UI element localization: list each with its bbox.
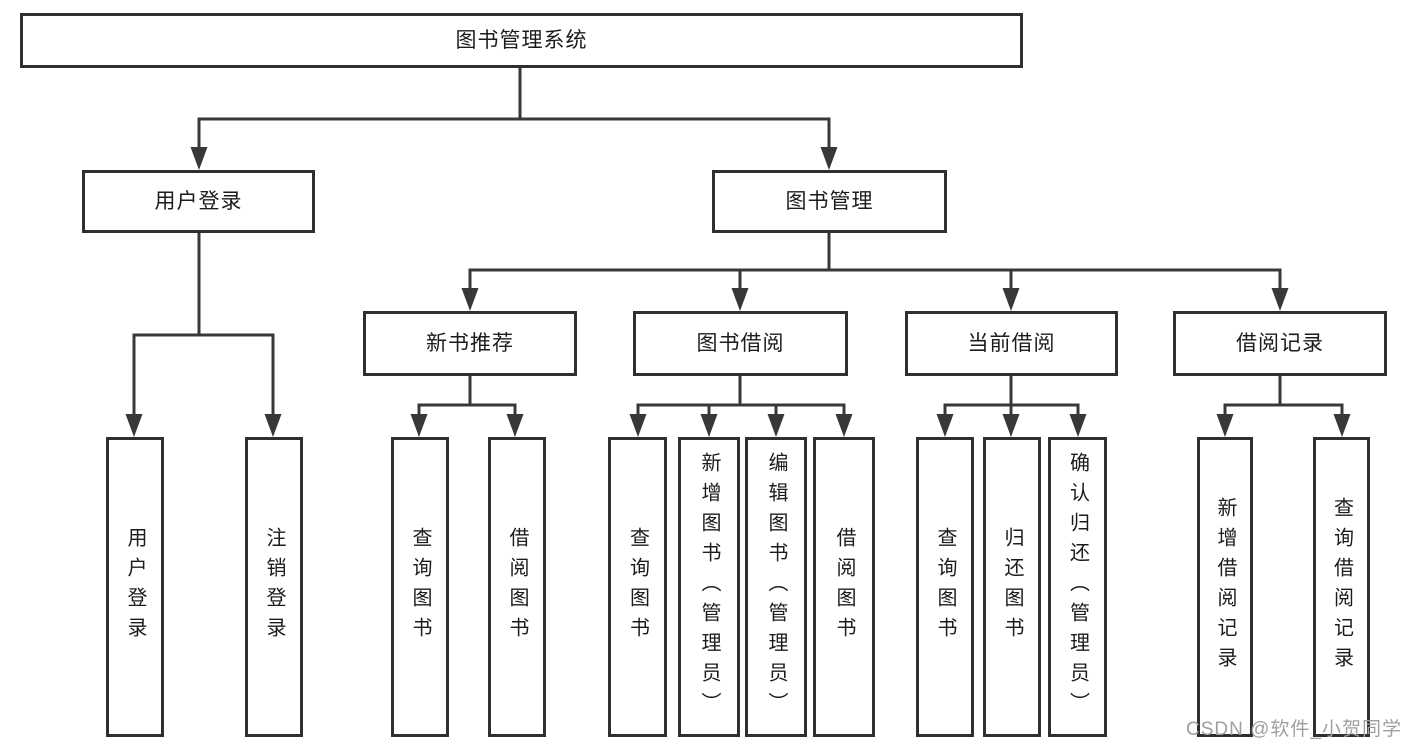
leaf-query-book-borrow: 查询图书 [608,437,667,737]
leaf-query-book-recommend-label: 查询图书 [409,527,431,647]
leaf-user-login: 用户登录 [106,437,164,737]
node-user-login-label: 用户登录 [154,190,243,213]
leaf-add-book-admin-label: 新增图书（管理员） [698,452,720,722]
leaf-query-borrow-record-label: 查询借阅记录 [1330,497,1353,677]
node-borrow-record-label: 借阅记录 [1236,332,1324,355]
leaf-borrow-book-recommend-label: 借阅图书 [506,527,528,647]
leaf-add-book-admin: 新增图书（管理员） [678,437,740,737]
leaf-confirm-return-admin-label: 确认归还（管理员） [1066,452,1089,722]
node-new-book-recommend: 新书推荐 [363,311,577,376]
leaf-query-book-current-label: 查询图书 [934,527,956,647]
csdn-watermark: CSDN @软件_小贺同学 [1186,719,1402,740]
leaf-add-borrow-record: 新增借阅记录 [1197,437,1253,737]
node-current-borrow: 当前借阅 [905,311,1118,376]
leaf-query-book-current: 查询图书 [916,437,974,737]
leaf-edit-book-admin: 编辑图书（管理员） [745,437,807,737]
node-borrow-record: 借阅记录 [1173,311,1387,376]
node-book-management-label: 图书管理 [785,190,874,213]
leaf-edit-book-admin-label: 编辑图书（管理员） [765,452,787,722]
leaf-query-book-borrow-label: 查询图书 [626,527,649,647]
connector-strokes [132,68,1344,415]
leaf-confirm-return-admin: 确认归还（管理员） [1048,437,1107,737]
leaf-logout: 注销登录 [245,437,303,737]
leaf-borrow-book-label: 借阅图书 [833,527,855,647]
leaf-add-borrow-record-label: 新增借阅记录 [1214,497,1236,677]
arrowheads [125,147,1351,437]
leaf-query-book-recommend: 查询图书 [391,437,449,737]
leaf-logout-label: 注销登录 [263,527,285,647]
node-book-management: 图书管理 [712,170,947,233]
leaf-borrow-book-recommend: 借阅图书 [488,437,546,737]
node-book-borrow: 图书借阅 [633,311,848,376]
node-root-label: 图书管理系统 [455,29,588,52]
leaf-user-login-label: 用户登录 [124,527,146,647]
leaf-return-book: 归还图书 [983,437,1041,737]
leaf-borrow-book: 借阅图书 [813,437,875,737]
node-root-system: 图书管理系统 [20,13,1023,68]
node-new-book-recommend-label: 新书推荐 [426,332,514,355]
leaf-return-book-label: 归还图书 [1001,527,1023,647]
leaf-query-borrow-record: 查询借阅记录 [1313,437,1370,737]
node-user-login: 用户登录 [82,170,315,233]
node-current-borrow-label: 当前借阅 [967,332,1056,355]
node-book-borrow-label: 图书借阅 [696,332,785,355]
